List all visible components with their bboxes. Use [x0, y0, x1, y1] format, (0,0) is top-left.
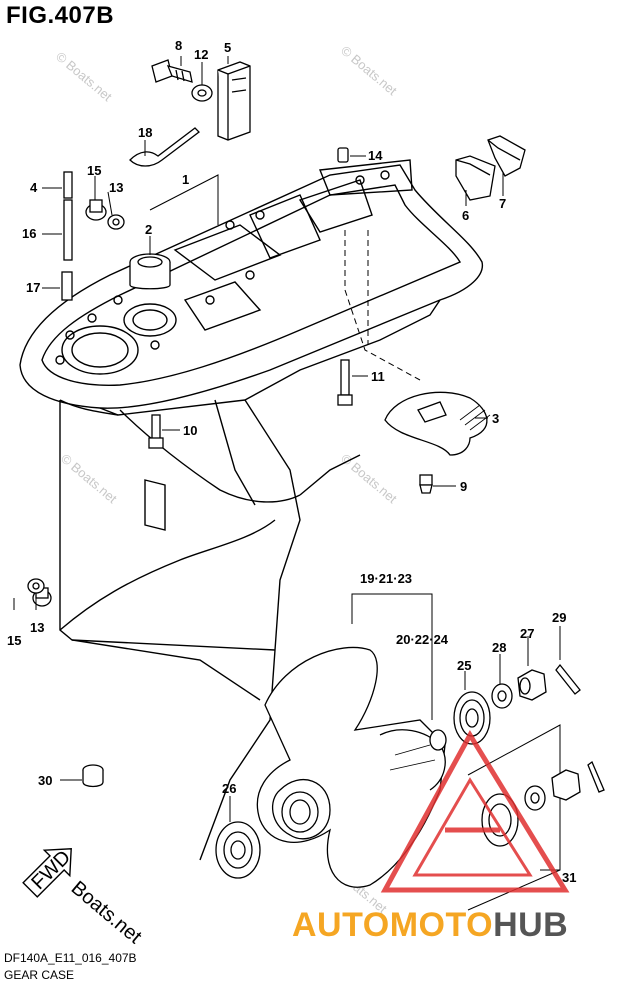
figure-code: DF140A_E11_016_407B — [4, 951, 137, 965]
part-pipe-16 — [63, 199, 73, 261]
part-trim-tab-3 — [384, 391, 491, 456]
part-bolt-8 — [151, 59, 193, 83]
brand-logo-icon — [380, 730, 570, 893]
callout-13-bottom: 13 — [30, 620, 44, 635]
gear-case-housing — [19, 159, 484, 861]
callout-16: 16 — [22, 226, 36, 241]
part-stud-4 — [63, 171, 73, 199]
brand-wordmark: AUTOMOTOHUB — [292, 906, 568, 945]
callout-26: 26 — [222, 781, 236, 796]
callout-5: 5 — [224, 40, 231, 55]
part-kit-31 — [467, 724, 605, 911]
part-plug-15-top — [85, 199, 107, 221]
callout-2: 2 — [145, 222, 152, 237]
callout-6: 6 — [462, 208, 469, 223]
figure-name: GEAR CASE — [4, 968, 75, 982]
part-bolt-9 — [419, 474, 433, 494]
callout-13-top: 13 — [109, 180, 123, 195]
part-cable-tie-18 — [129, 127, 200, 167]
part-nut-27 — [517, 669, 547, 701]
figure-title: FIG.407B — [6, 2, 115, 29]
watermark-text: © Boats.net — [53, 49, 115, 105]
callout-7: 7 — [499, 196, 506, 211]
callout-3: 3 — [492, 411, 499, 426]
callout-9: 9 — [460, 479, 467, 494]
callout-15-bottom: 15 — [7, 633, 21, 648]
part-bolt-11 — [337, 359, 353, 406]
callout-10: 10 — [183, 423, 197, 438]
callout-25: 25 — [457, 658, 471, 673]
brand-wordmark-part1: AUTOMOTO — [292, 906, 494, 944]
part-pin-14 — [337, 147, 349, 163]
part-washer-13-bottom — [27, 578, 45, 594]
callout-8: 8 — [175, 38, 182, 53]
part-bushing-2 — [129, 253, 171, 290]
callout-20-22-24: 20·22·24 — [396, 632, 449, 647]
callout-12: 12 — [194, 47, 208, 62]
callout-15-top: 15 — [87, 163, 101, 178]
callout-1: 1 — [182, 172, 189, 187]
watermark-text: © Boats.net — [338, 43, 400, 99]
callout-18: 18 — [138, 125, 152, 140]
part-propeller — [256, 646, 447, 888]
callout-31: 31 — [562, 870, 576, 885]
leader-lines — [13, 56, 561, 871]
callout-14: 14 — [368, 148, 383, 163]
brand-wordmark-part2: HUB — [493, 906, 569, 944]
callout-4: 4 — [30, 180, 38, 195]
part-stud-17 — [61, 271, 73, 301]
part-cover-6 — [455, 155, 496, 201]
callout-11: 11 — [371, 369, 385, 384]
part-anode-5 — [217, 61, 251, 141]
part-spacer-26 — [215, 821, 261, 879]
part-washer-28 — [491, 683, 513, 709]
callout-17: 17 — [26, 280, 40, 295]
callout-29: 29 — [552, 610, 566, 625]
part-cover-7 — [487, 135, 526, 177]
part-cotter-pin-29 — [555, 663, 581, 695]
part-washer-12 — [191, 84, 213, 102]
watermark-text: © Boats.net — [338, 451, 400, 507]
part-cap-30 — [82, 764, 104, 788]
callout-30: 30 — [38, 773, 52, 788]
corner-watermark: Boats.net — [67, 877, 146, 948]
callout-27: 27 — [520, 626, 534, 641]
callout-28: 28 — [492, 640, 506, 655]
part-thrust-holder-25 — [453, 691, 491, 745]
callout-19-21-23: 19·21·23 — [360, 571, 412, 586]
part-washer-13-top — [107, 214, 125, 230]
watermark-text: © Boats.net — [58, 451, 120, 507]
callout-labels: 8 12 5 18 14 15 4 13 1 16 2 6 7 17 11 3 … — [7, 38, 576, 885]
part-bolt-10 — [148, 414, 164, 449]
